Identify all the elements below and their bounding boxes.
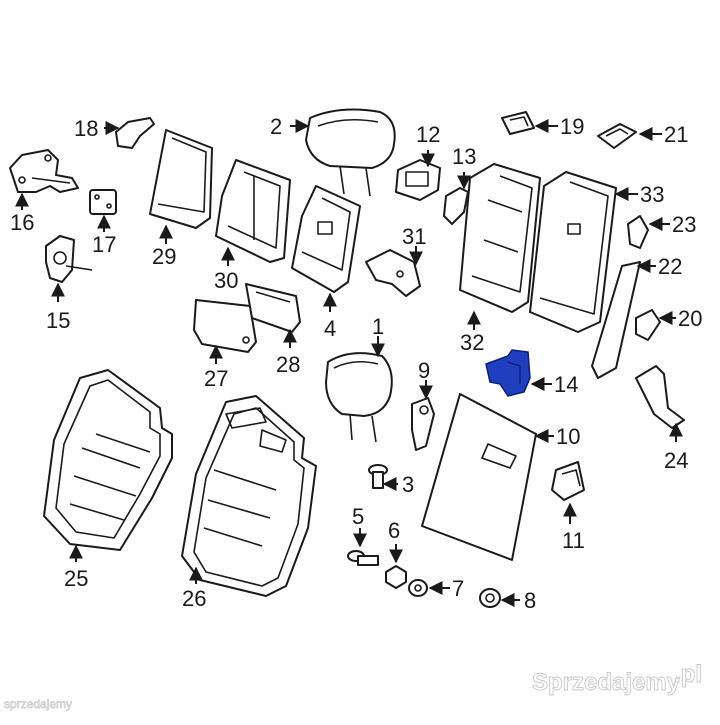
watermark-corner: sprzedajemy [4,697,72,711]
part-24-trim-strip [635,365,685,429]
label-21: 21 [664,122,688,147]
label-18: 18 [74,116,98,141]
part-32-back-panel [459,163,541,313]
part-9-guide [411,397,435,451]
label-31: 31 [402,224,426,249]
label-22: 22 [658,254,682,279]
part-27-armrest [193,299,257,353]
label-28: 28 [276,352,300,377]
part-1-headrest [325,352,393,443]
label-6: 6 [388,518,400,543]
part-33-panel [529,171,617,333]
part-31-bracket [365,249,421,297]
part-25-seat-back-cushion [43,369,173,551]
part-30-frame [215,159,291,263]
label-32: 32 [460,330,484,355]
label-3: 3 [402,472,414,497]
label-15: 15 [46,308,70,333]
label-10: 10 [556,424,580,449]
part-15-latch [45,235,93,283]
part-26-seat-back [181,395,317,597]
label-20: 20 [678,306,702,331]
label-29: 29 [152,244,176,269]
part-10-back-board [421,393,537,561]
label-19: 19 [560,114,584,139]
label-9: 9 [418,358,430,383]
part-5-bolt [347,550,379,566]
part-13-clip [443,187,469,225]
part-19-trim [501,111,535,135]
label-5: 5 [352,504,364,529]
part-16-hinge-bracket [9,149,79,193]
part-28-armrest-trim [245,283,301,333]
part-6-nut [385,565,407,589]
label-8: 8 [524,588,536,613]
part-8-washer [479,588,501,608]
label-26: 26 [182,586,206,611]
part-18-bracket [115,117,155,149]
label-14: 14 [554,372,578,397]
label-27: 27 [204,366,228,391]
part-21-trim [597,123,637,149]
label-7: 7 [452,576,464,601]
part-11-clip [551,461,585,501]
label-13: 13 [452,144,476,169]
part-29-backrest-panel [149,129,213,229]
label-25: 25 [64,566,88,591]
label-16: 16 [10,210,34,235]
part-12-housing [395,159,441,201]
label-24: 24 [664,448,688,473]
part-17-plate [89,189,117,215]
watermark-brand: Sprzedajemy [532,669,681,696]
label-12: 12 [416,122,440,147]
watermark-brand-suffix: .pl [674,661,702,688]
part-2-headrest [305,108,396,197]
label-33: 33 [640,182,664,207]
part-4-frame [291,185,361,293]
label-11: 11 [562,528,585,553]
part-3-bolt [368,464,388,489]
label-30: 30 [214,268,238,293]
label-4: 4 [324,316,336,341]
label-1: 1 [372,314,384,339]
part-23-bracket [627,215,649,249]
part-14-highlighted-bracket [485,349,531,397]
part-7-washer [408,579,428,597]
part-20-bracket [635,309,661,341]
label-23: 23 [672,212,696,237]
label-17: 17 [92,232,116,257]
label-2: 2 [270,114,282,139]
